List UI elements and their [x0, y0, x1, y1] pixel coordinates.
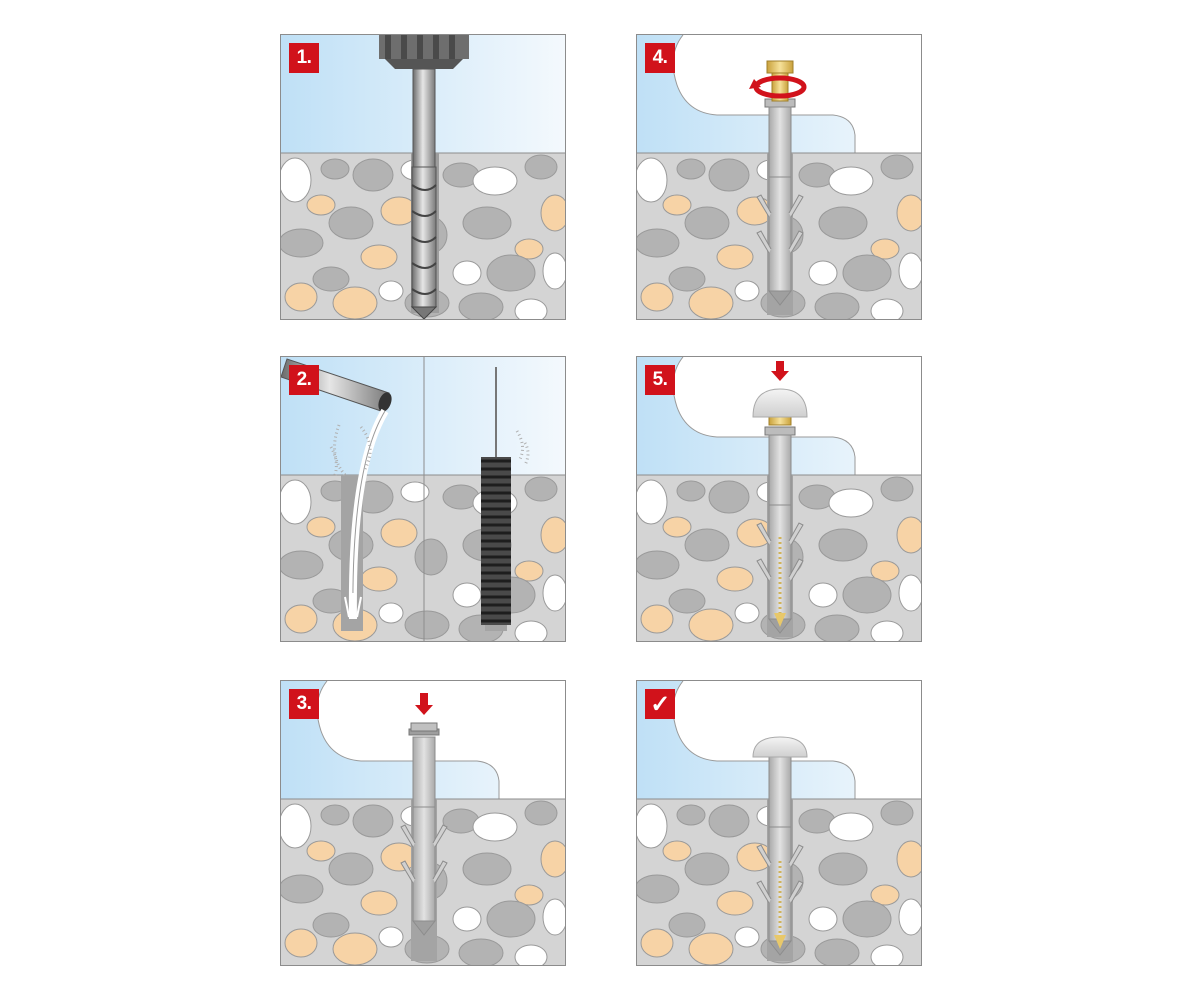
finished-illustration [637, 681, 921, 965]
step-number-badge: 5. [645, 365, 675, 395]
fit-cap-illustration [637, 357, 921, 641]
tighten-screw-illustration [637, 35, 921, 319]
step-finished-panel: ✓ [636, 680, 922, 966]
step-number-badge: 1. [289, 43, 319, 73]
step-3-panel: 3. [280, 680, 566, 966]
anchor-plug-icon [756, 426, 804, 634]
step-number-badge: 3. [289, 689, 319, 719]
step-number-badge: 2. [289, 365, 319, 395]
drill-bit-icon [410, 68, 438, 319]
rotate-arrow-icon [749, 75, 807, 99]
anchor-plug-icon [756, 756, 804, 956]
step-5-panel: 5. [636, 356, 922, 642]
down-arrow-icon [415, 693, 433, 715]
cleaning-brush-icon [481, 367, 530, 625]
cover-cap-icon [752, 388, 808, 418]
cleaning-illustration [281, 357, 565, 641]
cover-cap-icon [752, 736, 808, 758]
down-arrow-icon [771, 361, 789, 381]
checkmark-badge: ✓ [645, 689, 675, 719]
insert-anchor-illustration [281, 681, 565, 965]
step-2-panel: 2. [280, 356, 566, 642]
anchor-plug-icon [400, 722, 448, 936]
drilling-illustration [281, 35, 565, 319]
step-4-panel: 4. [636, 34, 922, 320]
drill-chuck-icon [379, 35, 469, 69]
screw-head-icon [766, 60, 794, 102]
step-1-panel: 1. [280, 34, 566, 320]
step-number-badge: 4. [645, 43, 675, 73]
